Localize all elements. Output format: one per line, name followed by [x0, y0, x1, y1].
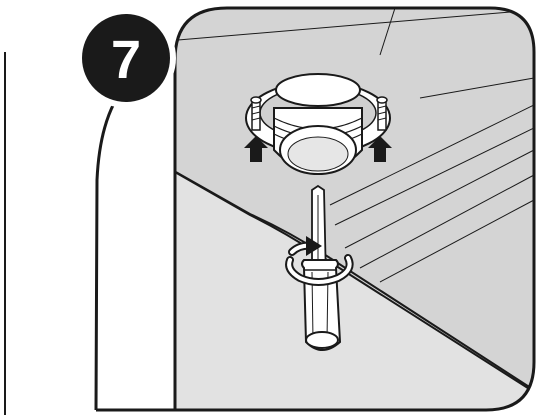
- up-arrow-icon: [368, 136, 392, 162]
- up-arrow-icon: [244, 136, 268, 162]
- flange-collar: [275, 73, 361, 107]
- flange-opening-shade: [287, 136, 349, 172]
- sink-seam-line: [379, 8, 396, 56]
- guide-line-1: [329, 104, 534, 206]
- guide-line-2: [334, 127, 534, 226]
- mounting-screw-left: [250, 96, 262, 131]
- panel-frame: [96, 6, 536, 412]
- guide-line-5: [379, 199, 534, 283]
- sink-edge-line: [177, 9, 534, 41]
- guide-line-4: [359, 174, 534, 269]
- frame-left-curve: [94, 56, 176, 411]
- panel-lip-right: [329, 257, 534, 391]
- sink-slope-line: [419, 77, 534, 99]
- mounting-screw-right: [376, 96, 388, 131]
- step-badge: 7: [76, 8, 176, 108]
- step-number: 7: [111, 30, 141, 90]
- rotation-arrow-icon: [285, 236, 354, 286]
- drain-flange: [245, 73, 391, 175]
- guide-line-3: [344, 149, 534, 249]
